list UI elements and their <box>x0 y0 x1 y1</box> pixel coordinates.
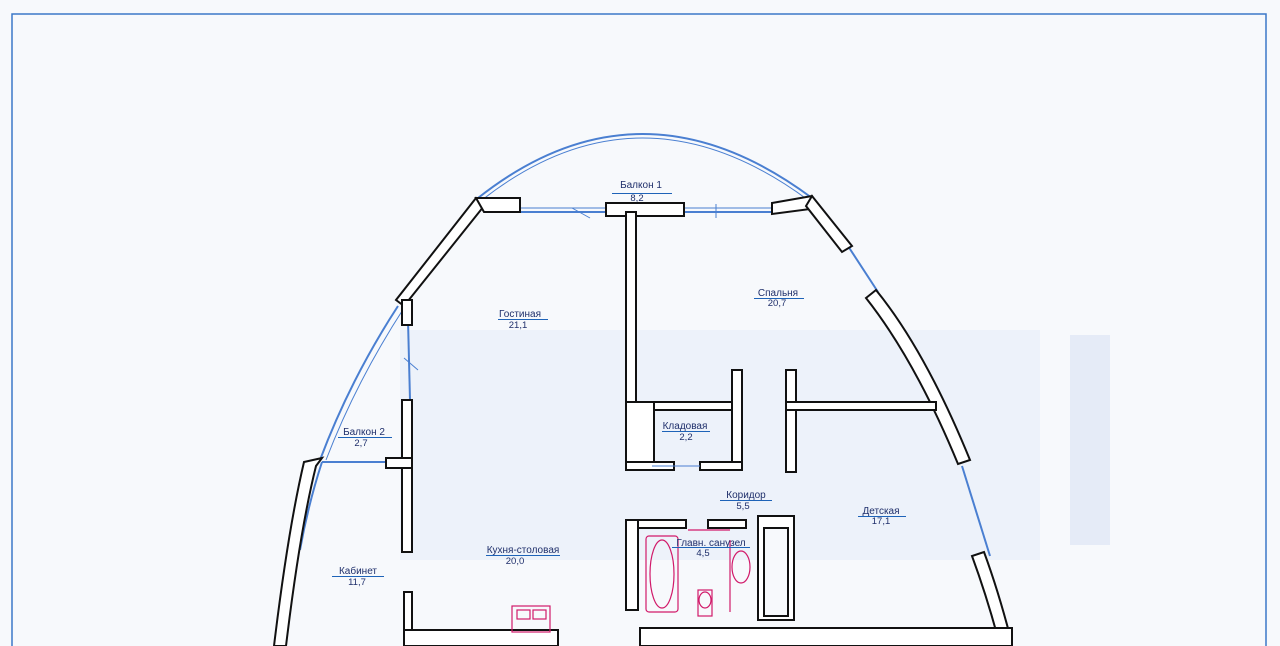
room-area: 2,2 <box>679 432 693 443</box>
room-area: 20,7 <box>767 298 787 309</box>
room-name: Коридор <box>726 490 766 501</box>
room-area: 2,7 <box>354 438 368 449</box>
scan-tint <box>1070 335 1110 545</box>
stove <box>511 605 551 633</box>
room-name: Балкон 1 <box>620 180 662 191</box>
label-underline <box>498 319 548 320</box>
label-underline <box>858 516 906 517</box>
room-name: Гостиная <box>499 309 541 320</box>
interior-walls <box>385 211 1013 646</box>
glazing <box>299 133 991 557</box>
bathtub <box>645 535 679 613</box>
room-name: Спальня <box>757 288 799 299</box>
label-underline <box>754 298 804 299</box>
toilet <box>697 589 713 617</box>
room-area: 21,1 <box>508 320 528 331</box>
room-area: 4,5 <box>696 548 710 559</box>
room-area: 5,5 <box>736 501 750 512</box>
label-underline <box>662 431 710 432</box>
room-name: Балкон 2 <box>343 427 385 438</box>
label-underline <box>612 193 672 194</box>
room-area: 8,2 <box>630 193 644 204</box>
label-underline <box>672 547 750 548</box>
room-name: Главн. санузел <box>676 538 746 549</box>
label-underline <box>332 576 384 577</box>
label-underline <box>720 500 772 501</box>
fixtures <box>511 529 751 633</box>
room-name: Детская <box>862 506 900 517</box>
label-underline <box>486 555 560 556</box>
door-swings <box>403 204 717 467</box>
label-underline <box>338 437 392 438</box>
sink <box>731 550 751 584</box>
room-area: 11,7 <box>348 577 366 588</box>
room-name: Кабинет <box>338 566 378 577</box>
room-area: 17,1 <box>871 516 891 527</box>
sheet-frame <box>11 13 1267 646</box>
room-name: Кухня-столовая <box>486 545 560 556</box>
room-name: Кладовая <box>662 421 708 432</box>
room-area: 20,0 <box>505 556 525 567</box>
